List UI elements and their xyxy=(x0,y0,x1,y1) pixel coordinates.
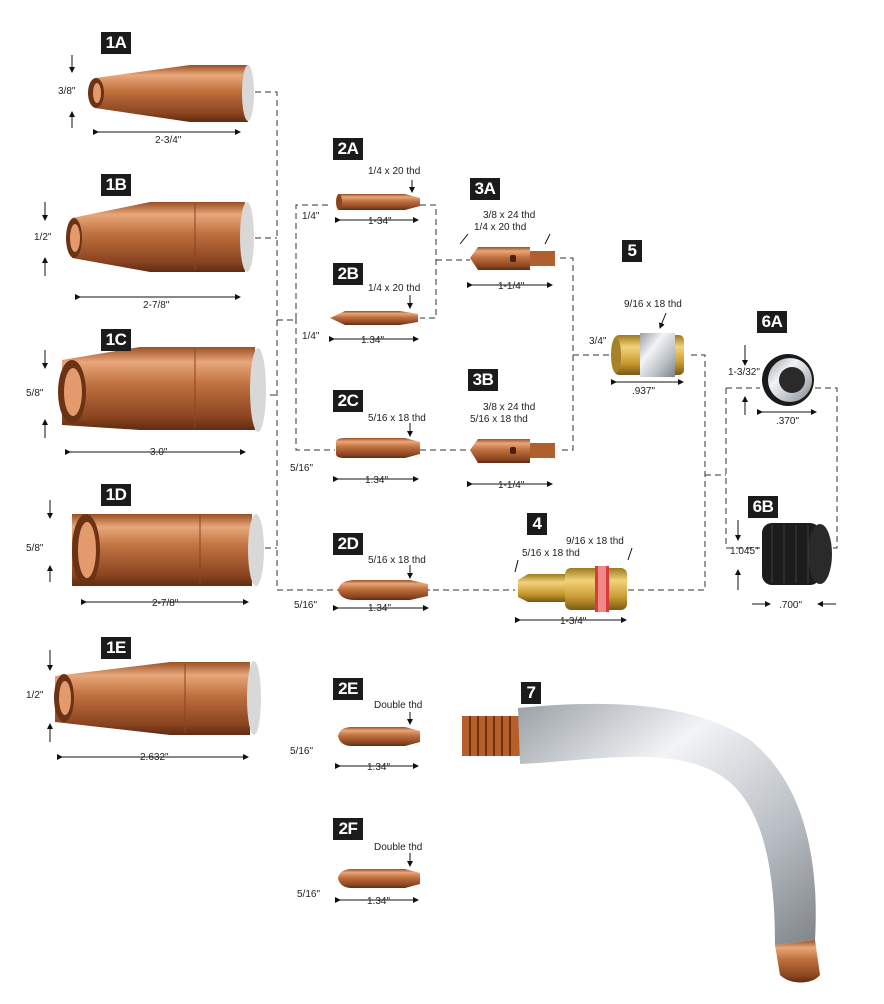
part-label-3a: 3A xyxy=(470,178,500,200)
dim-2f-thd: Double thd xyxy=(374,842,423,853)
cap-6b xyxy=(762,523,832,585)
diffuser-3a xyxy=(470,247,555,270)
dim-2c-dia: 5/16" xyxy=(290,463,314,474)
dim-2d-thd: 5/16 x 18 thd xyxy=(368,555,426,566)
dim-2c-thd: 5/16 x 18 thd xyxy=(368,413,426,424)
tip-2d xyxy=(338,580,428,600)
diffuser-3b xyxy=(470,439,555,463)
dim-1d-len: 2-7/8" xyxy=(152,598,179,609)
ring-6a xyxy=(762,354,814,406)
part-label-1a: 1A xyxy=(101,32,131,54)
nozzle-1d xyxy=(72,514,264,586)
connector-lines xyxy=(255,91,838,591)
dim-3a-thd-outer: 3/8 x 24 thd xyxy=(483,210,536,221)
dim-2d-len: 1.34" xyxy=(368,603,392,614)
dim-1c-dia: 5/8" xyxy=(26,388,44,399)
gooseneck-7 xyxy=(462,703,820,983)
part-label-2d: 2D xyxy=(333,533,363,555)
dim-1e-dia: 1/2" xyxy=(26,690,44,701)
dimension-lines xyxy=(42,55,836,903)
dim-2b-len: 1.34" xyxy=(361,335,385,346)
nozzle-1e xyxy=(54,661,261,735)
dim-3b-len: 1-1/4" xyxy=(498,480,525,491)
dim-5-dia: 3/4" xyxy=(589,336,607,347)
dim-6b-dia: 1.045" xyxy=(730,546,759,557)
part-label-2c: 2C xyxy=(333,390,363,412)
dim-2c-len: 1.34" xyxy=(365,475,389,486)
adapter-4 xyxy=(518,566,627,612)
dim-3a-thd-inner: 1/4 x 20 thd xyxy=(474,222,527,233)
dim-5-len: .937" xyxy=(632,386,656,397)
dim-2d-dia: 5/16" xyxy=(294,600,318,611)
tip-2f xyxy=(338,869,420,888)
dim-2b-dia: 1/4" xyxy=(302,331,320,342)
dim-2e-thd: Double thd xyxy=(374,700,423,711)
dim-1b-dia: 1/2" xyxy=(34,232,52,243)
dim-1b-len: 2-7/8" xyxy=(143,300,170,311)
part-label-6b: 6B xyxy=(748,496,778,518)
dim-4-thd-outer: 9/16 x 18 thd xyxy=(566,536,624,547)
dim-2a-dia: 1/4" xyxy=(302,211,320,222)
dim-3b-thd-outer: 3/8 x 24 thd xyxy=(483,402,536,413)
part-label-1b: 1B xyxy=(101,174,131,196)
dim-1e-len: 2.632" xyxy=(140,752,169,763)
insulator-5 xyxy=(611,333,684,377)
dim-5-thd: 9/16 x 18 thd xyxy=(624,299,682,310)
tip-2b xyxy=(330,311,418,325)
dim-6a-dia: 1-3/32" xyxy=(728,367,760,378)
nozzle-1a xyxy=(88,65,254,122)
nozzle-1c xyxy=(58,347,266,432)
part-label-6a: 6A xyxy=(757,311,787,333)
part-label-1d: 1D xyxy=(101,484,131,506)
nozzle-1b xyxy=(66,202,254,272)
part-label-5: 5 xyxy=(622,240,642,262)
dim-3a-len: 1-1/4" xyxy=(498,281,525,292)
part-label-1e: 1E xyxy=(101,637,131,659)
tip-2a xyxy=(336,194,420,210)
dim-2f-len: 1.34" xyxy=(367,896,391,907)
dim-1a-dia: 3/8" xyxy=(58,86,76,97)
tip-2c xyxy=(336,438,420,458)
part-label-4: 4 xyxy=(527,513,547,535)
part-label-1c: 1C xyxy=(101,329,131,351)
dim-1a-len: 2-3/4" xyxy=(155,135,182,146)
dim-2f-dia: 5/16" xyxy=(297,889,321,900)
dim-6b-len: .700" xyxy=(779,600,803,611)
part-label-2b: 2B xyxy=(333,263,363,285)
dim-2a-thd: 1/4 x 20 thd xyxy=(368,166,421,177)
part-label-7: 7 xyxy=(521,682,541,704)
part-label-2a: 2A xyxy=(333,138,363,160)
dim-4-len: 1-3/4" xyxy=(560,616,587,627)
dim-1c-len: 3.0" xyxy=(150,447,168,458)
dim-2e-dia: 5/16" xyxy=(290,746,314,757)
tip-2e xyxy=(338,727,420,746)
dim-2a-len: 1-34" xyxy=(368,216,392,227)
dim-6a-len: .370" xyxy=(776,416,800,427)
dim-2b-thd: 1/4 x 20 thd xyxy=(368,283,421,294)
part-label-3b: 3B xyxy=(468,369,498,391)
part-label-2e: 2E xyxy=(333,678,363,700)
dim-1d-dia: 5/8" xyxy=(26,543,44,554)
dim-4-thd-inner: 5/16 x 18 thd xyxy=(522,548,580,559)
dim-2e-len: 1.34" xyxy=(367,762,391,773)
part-label-2f: 2F xyxy=(333,818,363,840)
dim-3b-thd-inner: 5/16 x 18 thd xyxy=(470,414,528,425)
